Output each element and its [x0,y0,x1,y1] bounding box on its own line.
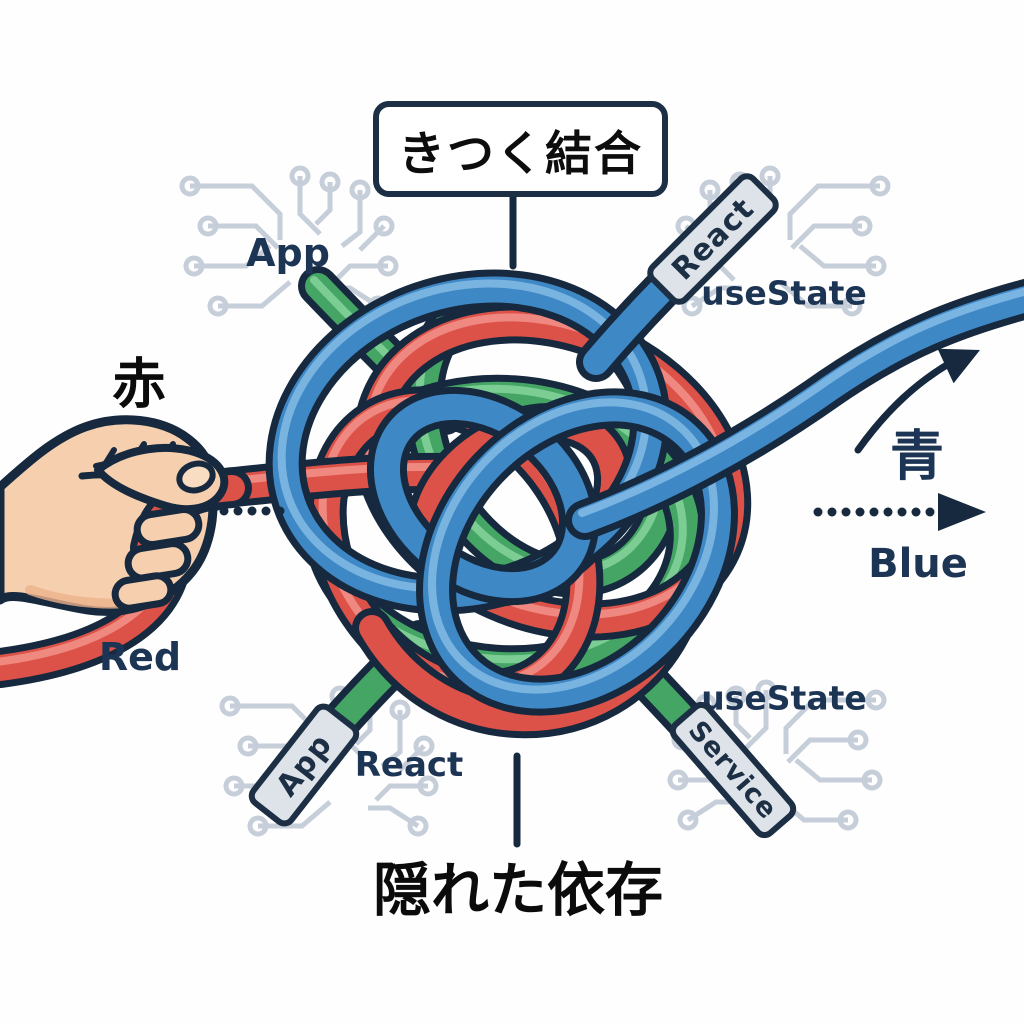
arrowhead-icon [938,493,986,531]
thumb-nail [176,460,216,494]
finger [111,572,175,612]
blue-curved-arrow [854,348,980,454]
label-blue-kanji: 青 [890,424,944,488]
arrowhead-icon [937,348,980,384]
label-react-bottom: React [354,745,464,785]
blue-dotted-arrow [813,493,986,531]
label-red-english: Red [98,635,182,679]
label-app-top: App [246,231,330,275]
label-usestate-bottom: useState [701,678,867,718]
red-dotted-trail [219,506,285,516]
label-red-kanji: 赤 [112,352,166,416]
label-usestate-top: useState [701,273,867,313]
tight-coupling-title-box: きつく結合 [373,101,668,197]
tight-coupling-title: きつく結合 [398,126,643,182]
label-blue-english: Blue [868,541,968,587]
hidden-dependency-caption: 隠れた依存 [372,856,664,924]
hand-pulling-cable [0,415,232,616]
